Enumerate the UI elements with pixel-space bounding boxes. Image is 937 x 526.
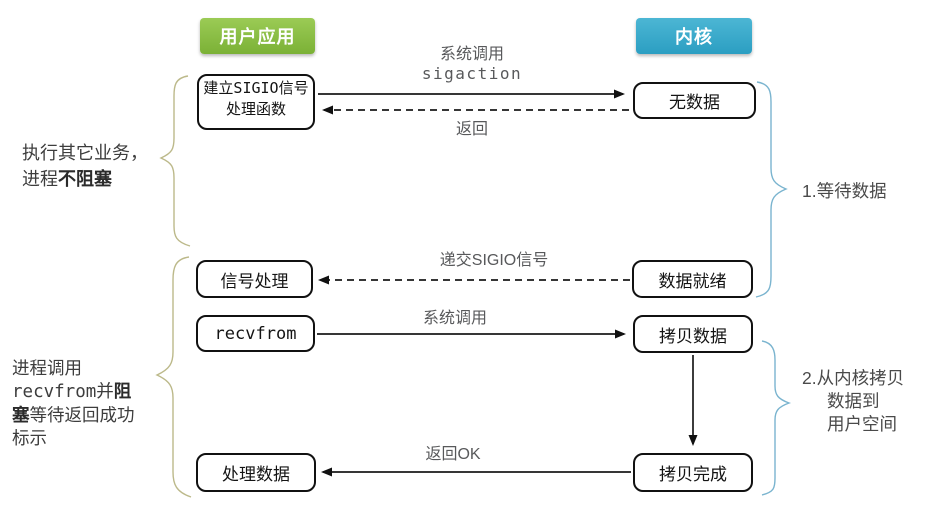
recvfrom-box: recvfrom bbox=[196, 315, 315, 352]
label-sigaction: sigaction bbox=[421, 64, 523, 83]
label-return-ok: 返回OK bbox=[425, 446, 481, 463]
brace-block-wait bbox=[155, 256, 192, 498]
setup-sigio-text-2: SIGIO bbox=[233, 79, 279, 97]
label-return-top: 返回 bbox=[455, 121, 489, 138]
setup-sigio-text-1: 建立 bbox=[203, 80, 234, 97]
copy-data-box: 拷贝数据 bbox=[633, 315, 753, 353]
note-block-line4: 标示 bbox=[12, 428, 47, 448]
note-no-block-line1: 执行其它业务， bbox=[22, 143, 148, 163]
note-no-block-line2: 进程不阻塞 bbox=[22, 169, 112, 189]
note-copy-line1: 2.从内核拷贝 bbox=[802, 368, 905, 388]
no-data-box: 无数据 bbox=[633, 82, 756, 119]
process-data-box: 处理数据 bbox=[196, 453, 316, 492]
copy-complete-box: 拷贝完成 bbox=[633, 453, 753, 492]
note-copy-line2: 数据到 bbox=[827, 391, 880, 411]
label-syscall-top: 系统调用 bbox=[439, 46, 505, 63]
user-app-header: 用户应用 bbox=[200, 18, 315, 54]
setup-sigio-handler-box: 建立SIGIO信号处理函数 bbox=[197, 74, 315, 130]
note-block-line1: 进程调用 bbox=[12, 358, 82, 378]
signal-handler-box: 信号处理 bbox=[196, 260, 313, 298]
setup-sigio-text-3: 信号处理函数 bbox=[225, 80, 309, 118]
brace-wait-data bbox=[755, 81, 788, 298]
kernel-header: 内核 bbox=[636, 18, 752, 54]
note-copy-line3: 用户空间 bbox=[827, 414, 897, 434]
note-wait-data: 1.等待数据 bbox=[802, 181, 887, 201]
brace-no-block bbox=[159, 75, 191, 247]
brace-copy-data bbox=[761, 340, 792, 496]
label-syscall-mid: 系统调用 bbox=[422, 310, 488, 327]
note-block-wait: 进程调用 recvfrom并阻 塞等待返回成功 标示 bbox=[12, 357, 135, 450]
note-copy-kernel-to-user: 2.从内核拷贝 数据到 用户空间 bbox=[802, 367, 904, 436]
note-no-block: 执行其它业务， 进程不阻塞 bbox=[22, 140, 148, 192]
data-ready-box: 数据就绪 bbox=[632, 260, 753, 298]
label-deliver-sigio: 递交SIGIO信号 bbox=[439, 252, 549, 269]
note-block-line2: recvfrom并阻 bbox=[12, 381, 132, 402]
note-block-line3: 塞等待返回成功 bbox=[12, 405, 135, 425]
